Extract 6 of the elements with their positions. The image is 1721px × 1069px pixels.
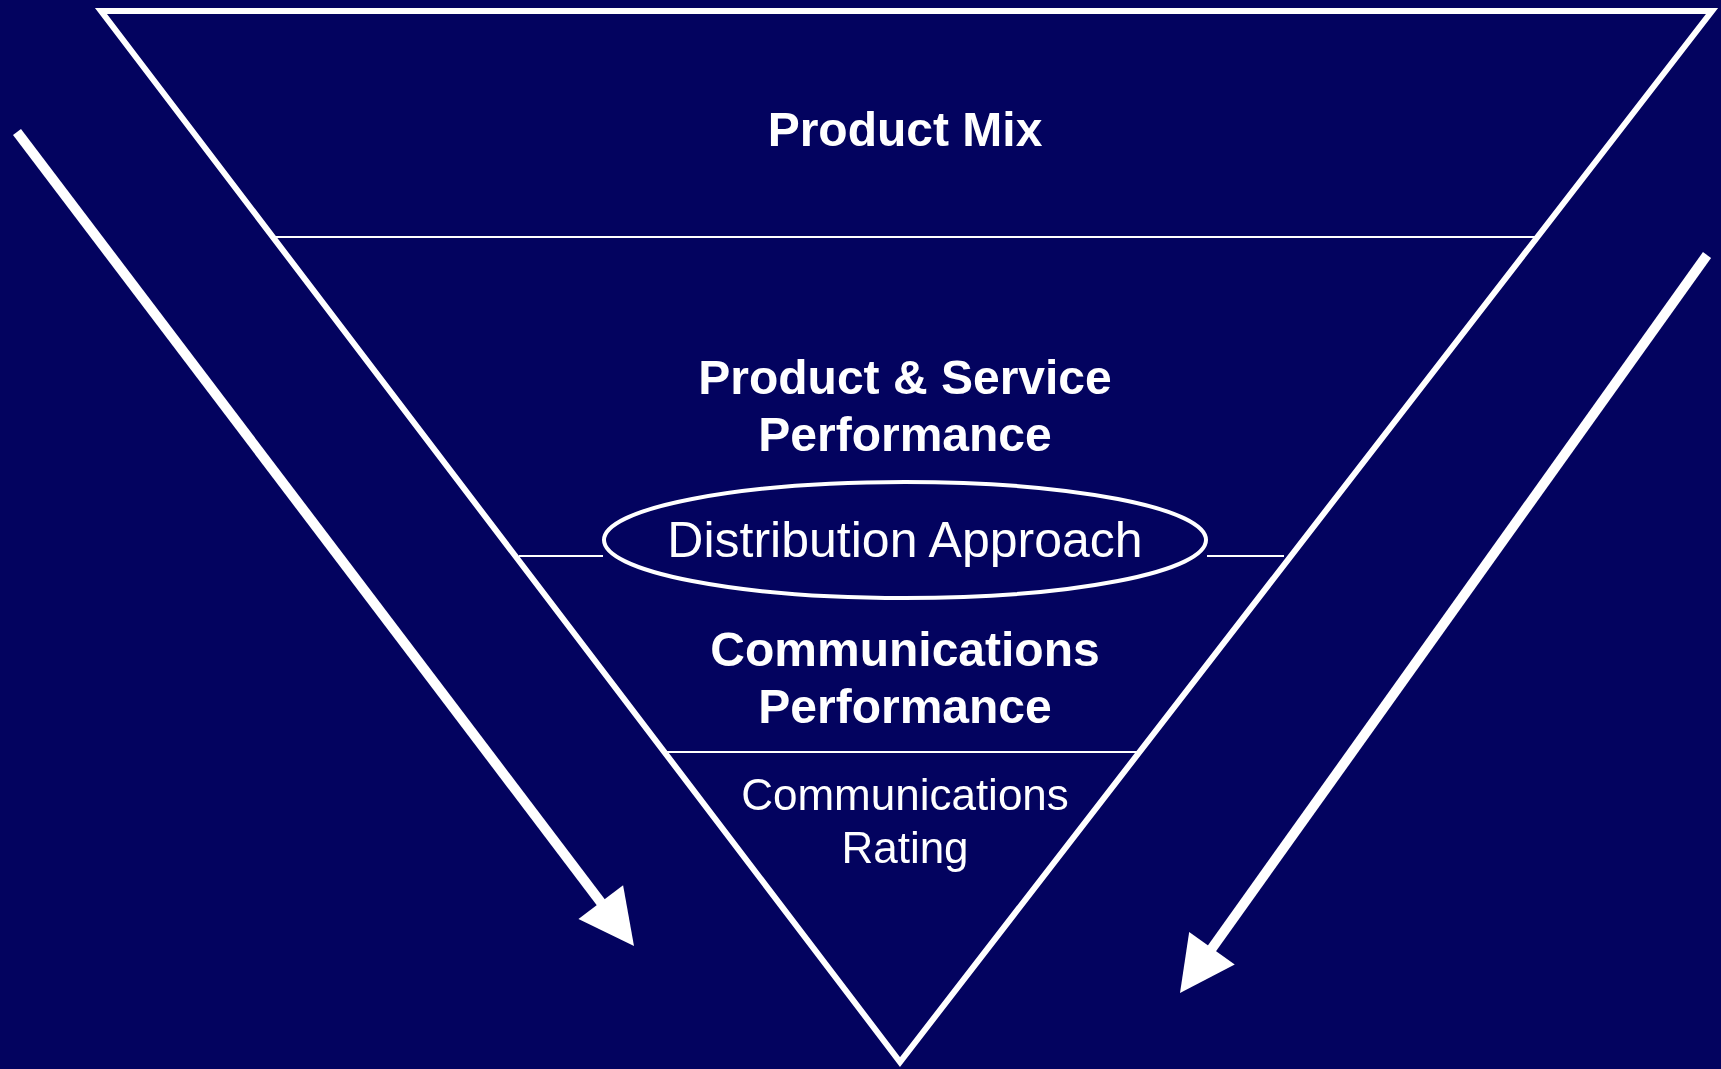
- band-heading: Communications Performance: [709, 621, 1101, 736]
- band-label: Distribution Approach: [666, 511, 1144, 570]
- oval-highlight: [602, 480, 1208, 600]
- band-heading: Product Mix: [766, 102, 1044, 158]
- band-heading: Product & Service Performance: [697, 349, 1113, 464]
- band-label: Communications Rating: [740, 769, 1070, 874]
